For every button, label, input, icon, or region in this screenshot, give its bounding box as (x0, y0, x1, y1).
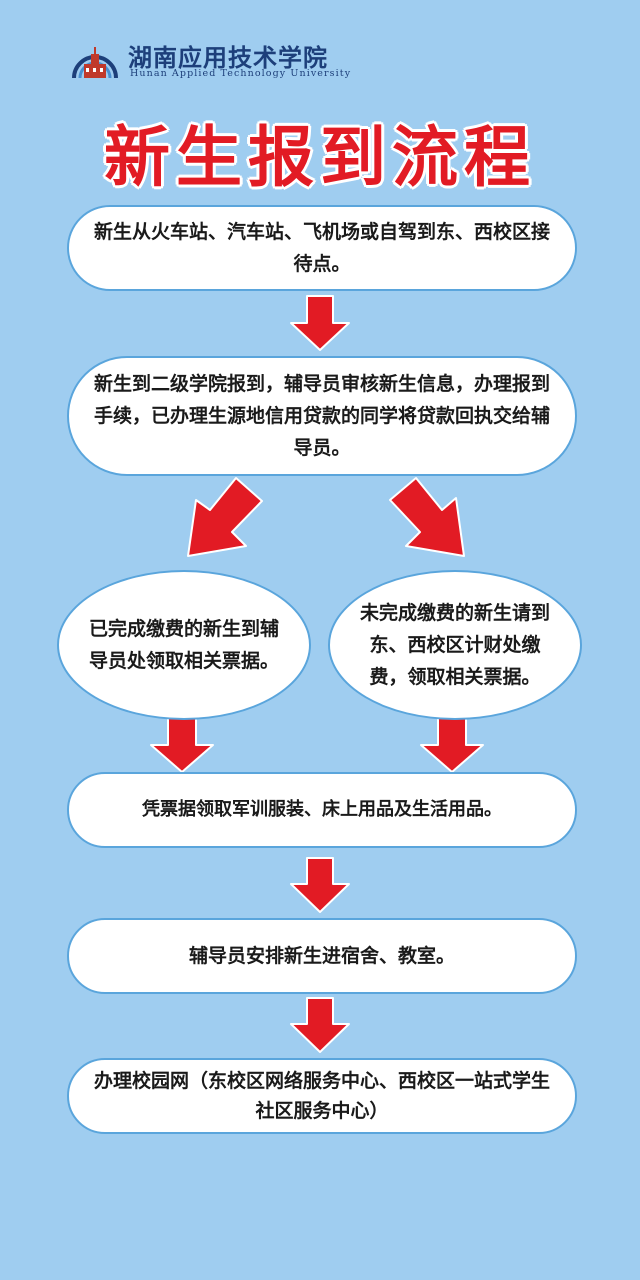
step-arrive-reception: 新生从火车站、汽车站、飞机场或自驾到东、西校区接待点。 (67, 205, 577, 291)
step-text: 未完成缴费的新生请到东、西校区计财处缴费，领取相关票据。 (360, 602, 551, 688)
arrow-down-icon (420, 717, 484, 773)
step-campus-network: 办理校园网（东校区网络服务中心、西校区一站式学生社区服务中心） (67, 1058, 577, 1134)
arrow-down-icon (290, 295, 350, 351)
step-collect-supplies: 凭票据领取军训服装、床上用品及生活用品。 (67, 772, 577, 848)
step-college-registration: 新生到二级学院报到，辅导员审核新生信息，办理报到手续，已办理生源地信用贷款的同学… (67, 356, 577, 476)
step-text: 凭票据领取军训服装、床上用品及生活用品。 (142, 799, 502, 820)
step-text: 辅导员安排新生进宿舍、教室。 (188, 945, 455, 967)
arrow-down-icon (150, 717, 214, 773)
school-header: 湖南应用技术学院 Hunan Applied Technology Univer… (70, 36, 390, 86)
step-text: 新生到二级学院报到，辅导员审核新生信息，办理报到手续，已办理生源地信用贷款的同学… (93, 373, 550, 459)
step-dorm-classroom: 辅导员安排新生进宿舍、教室。 (67, 918, 577, 994)
school-name-cn: 湖南应用技术学院 (128, 43, 328, 72)
arrow-down-left-icon (187, 477, 263, 557)
arrow-down-right-icon (389, 477, 465, 557)
arrow-down-icon (290, 857, 350, 913)
page-title: 新生报到流程 (104, 119, 536, 196)
step-unpaid-payment: 未完成缴费的新生请到东、西校区计财处缴费，领取相关票据。 (328, 570, 582, 720)
arrow-down-icon (290, 997, 350, 1053)
step-paid-receipts: 已完成缴费的新生到辅导员处领取相关票据。 (57, 570, 311, 720)
step-text: 办理校园网（东校区网络服务中心、西校区一站式学生社区服务中心） (93, 1070, 550, 1122)
school-name-en: Hunan Applied Technology University (130, 68, 352, 79)
step-text: 新生从火车站、汽车站、飞机场或自驾到东、西校区接待点。 (93, 221, 550, 275)
step-text: 已完成缴费的新生到辅导员处领取相关票据。 (89, 618, 280, 672)
school-logo-icon (72, 47, 118, 79)
